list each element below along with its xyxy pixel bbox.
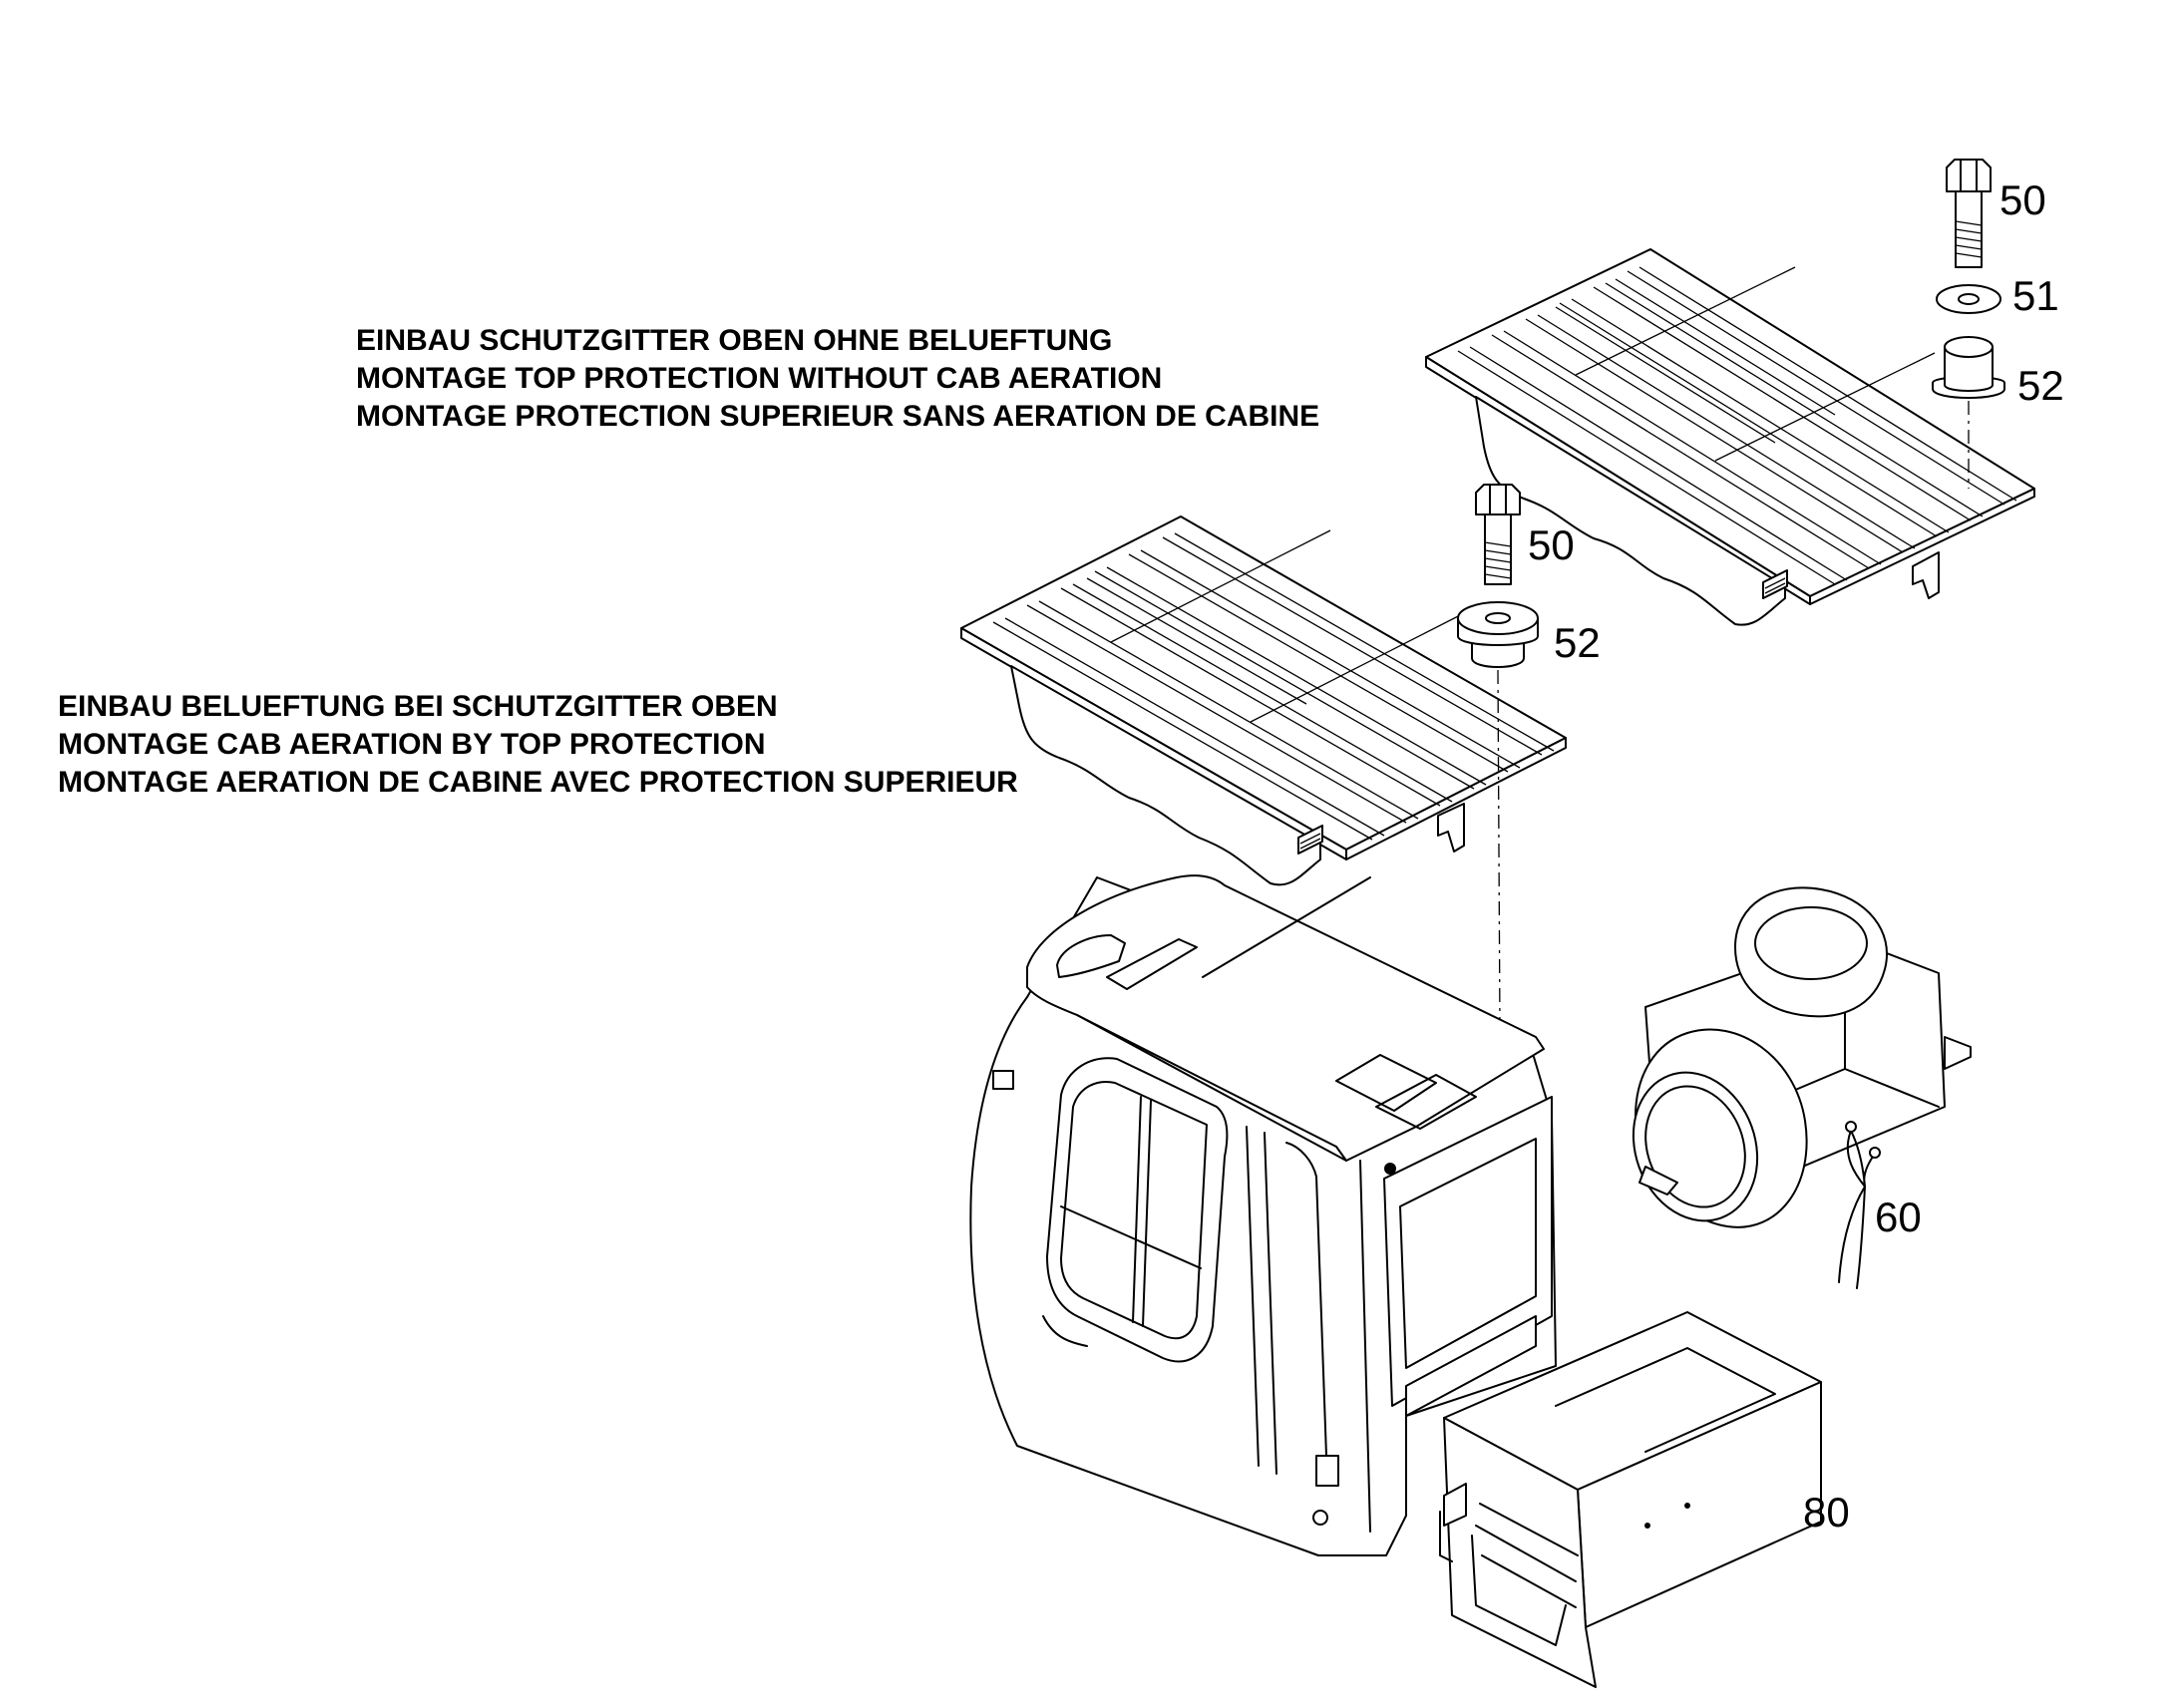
caption-top-protection-fr: MONTAGE PROTECTION SUPERIEUR SANS AERATI… xyxy=(356,400,1320,433)
operator-cab xyxy=(969,874,1557,1556)
callout-ventilation-unit: 80 xyxy=(1803,1489,1850,1536)
caption-top-protection-en: MONTAGE TOP PROTECTION WITHOUT CAB AERAT… xyxy=(356,362,1163,395)
ventilation-unit xyxy=(1439,1311,1822,1688)
top-protection-grille-upper xyxy=(1425,248,2035,626)
hex-bolt-upper xyxy=(1946,159,1992,268)
caption-cab-aeration-en: MONTAGE CAB AERATION BY TOP PROTECTION xyxy=(58,728,766,761)
connection-cable xyxy=(1838,1121,1881,1289)
grille-slats-upper xyxy=(1457,266,2017,585)
callout-spacer-upper: 52 xyxy=(2017,362,2064,409)
flat-washer-upper xyxy=(1936,284,2001,314)
callout-spacer-lower: 52 xyxy=(1554,619,1601,666)
callout-bolt-upper: 50 xyxy=(1999,176,2046,223)
callout-cable: 60 xyxy=(1875,1194,1922,1240)
hardware-stack-lower xyxy=(1457,484,1539,1028)
air-filter-blower xyxy=(1632,886,1972,1228)
hardware-stack-upper xyxy=(1932,159,2005,489)
flanged-spacer-lower xyxy=(1457,601,1539,668)
caption-cab-aeration-fr: MONTAGE AERATION DE CABINE AVEC PROTECTI… xyxy=(58,766,1018,799)
caption-cab-aeration-de: EINBAU BELUEFTUNG BEI SCHUTZGITTER OBEN xyxy=(58,690,778,723)
top-protection-grille-lower xyxy=(960,515,1567,886)
grille-slats-lower xyxy=(992,529,1555,841)
caption-cab-aeration: EINBAU BELUEFTUNG BEI SCHUTZGITTER OBEN … xyxy=(58,688,1018,802)
callout-washer-upper: 51 xyxy=(2012,272,2059,319)
hex-bolt-lower xyxy=(1475,484,1521,585)
callout-bolt-lower: 50 xyxy=(1528,521,1575,568)
spacer-sleeve-upper xyxy=(1932,336,2005,399)
caption-top-protection-de: EINBAU SCHUTZGITTER OBEN OHNE BELUEFTUNG xyxy=(356,324,1113,357)
caption-top-protection: EINBAU SCHUTZGITTER OBEN OHNE BELUEFTUNG… xyxy=(356,322,1319,436)
